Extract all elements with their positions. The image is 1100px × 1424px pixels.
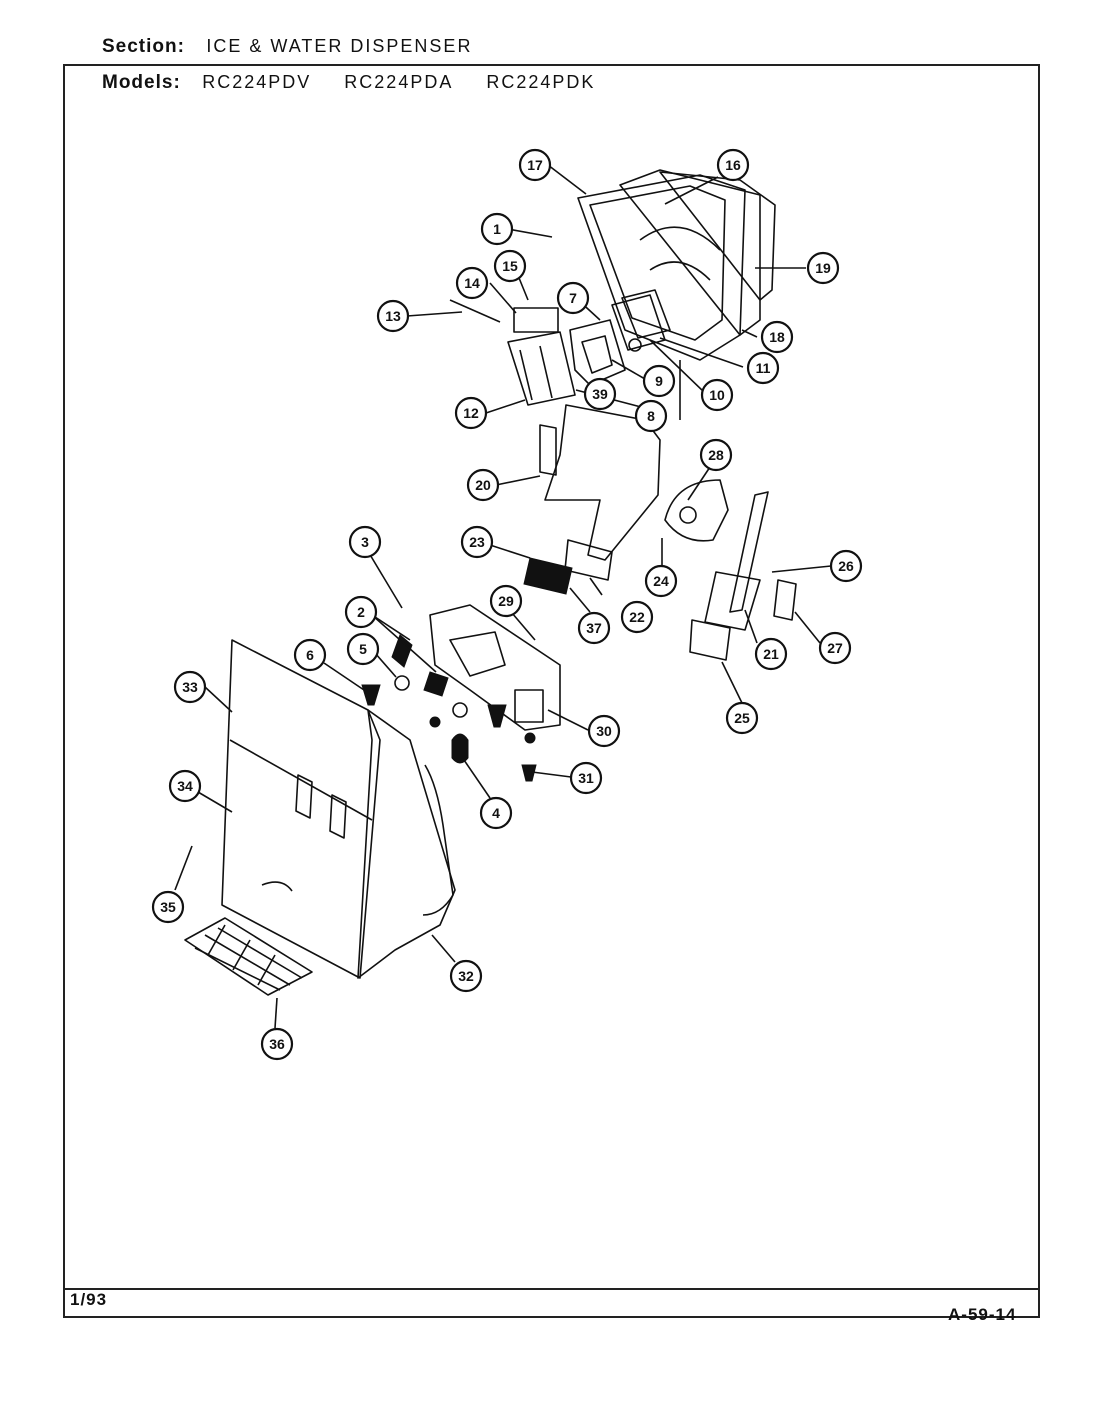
callout-number: 14 (464, 275, 480, 291)
callout-number: 25 (734, 710, 750, 726)
callout-number: 6 (306, 647, 314, 663)
callout-number: 5 (359, 641, 367, 657)
callout-33: 33 (173, 670, 207, 704)
callout-number: 13 (385, 308, 401, 324)
callout-number: 9 (655, 373, 663, 389)
callout-number: 35 (160, 899, 176, 915)
actuator-motor (523, 479, 729, 595)
callout-37: 37 (577, 611, 611, 645)
callout-36: 36 (260, 1027, 294, 1061)
callout-11: 11 (746, 351, 780, 385)
callout-29: 29 (489, 584, 523, 618)
section-heading: Section: ICE & WATER DISPENSER (102, 36, 472, 58)
callout-number: 33 (182, 679, 198, 695)
callout-number: 7 (569, 290, 577, 306)
callout-number: 17 (527, 157, 543, 173)
chute-funnel (539, 404, 661, 581)
footer-divider (63, 1288, 1038, 1290)
callout-20: 20 (466, 468, 500, 502)
models-label: Models: (102, 72, 181, 93)
models-heading: Models: RC224PDV RC224PDA RC224PDK (102, 72, 621, 94)
small-parts (361, 634, 537, 782)
callout-number: 36 (269, 1036, 285, 1052)
callout-34: 34 (168, 769, 202, 803)
callout-number: 24 (653, 573, 669, 589)
callout-number: 21 (763, 646, 779, 662)
callout-3: 3 (348, 525, 382, 559)
callout-number: 2 (357, 604, 365, 620)
callout-number: 15 (502, 258, 518, 274)
callout-7: 7 (556, 281, 590, 315)
callout-8: 8 (634, 399, 668, 433)
callout-5: 5 (346, 632, 380, 666)
callout-10: 10 (700, 378, 734, 412)
callout-number: 12 (463, 405, 479, 421)
callout-number: 30 (596, 723, 612, 739)
callout-number: 28 (708, 447, 724, 463)
callout-number: 19 (815, 260, 831, 276)
callout-number: 22 (629, 609, 645, 625)
callout-16: 16 (716, 148, 750, 182)
callout-12: 12 (454, 396, 488, 430)
callout-19: 19 (806, 251, 840, 285)
callout-18: 18 (760, 320, 794, 354)
callout-14: 14 (455, 266, 489, 300)
callout-number: 23 (469, 534, 485, 550)
callout-1: 1 (480, 212, 514, 246)
models-list: RC224PDV RC224PDA RC224PDK (202, 72, 621, 92)
callout-39: 39 (583, 377, 617, 411)
callout-22: 22 (620, 600, 654, 634)
callout-number: 29 (498, 593, 514, 609)
callout-24: 24 (644, 564, 678, 598)
callout-number: 20 (475, 477, 491, 493)
callout-number: 10 (709, 387, 725, 403)
callout-number: 3 (361, 534, 369, 550)
callout-number: 18 (769, 329, 785, 345)
callout-31: 31 (569, 761, 603, 795)
model-number: RC224PDV (202, 72, 312, 92)
model-number: RC224PDK (486, 72, 596, 92)
callout-number: 8 (647, 408, 655, 424)
callout-23: 23 (460, 525, 494, 559)
drip-tray-grille (184, 917, 313, 996)
callout-number: 26 (838, 558, 854, 574)
callout-4: 4 (479, 796, 513, 830)
revision-date: 1/93 (70, 1290, 108, 1309)
valve-bracket (429, 604, 561, 731)
callout-number: 1 (493, 221, 501, 237)
dispenser-lever (689, 491, 797, 661)
callout-number: 32 (458, 968, 474, 984)
callout-15: 15 (493, 249, 527, 283)
callout-2: 2 (344, 595, 378, 629)
callout-6: 6 (293, 638, 327, 672)
solenoid-bracket (449, 299, 576, 406)
callout-number: 37 (586, 620, 602, 636)
callout-number: 4 (492, 805, 500, 821)
callout-17: 17 (518, 148, 552, 182)
callout-27: 27 (818, 631, 852, 665)
callout-number: 27 (827, 640, 843, 656)
callout-21: 21 (754, 637, 788, 671)
callout-13: 13 (376, 299, 410, 333)
callout-25: 25 (725, 701, 759, 735)
callout-number: 11 (756, 360, 771, 376)
section-label: Section: (102, 36, 185, 57)
callout-number: 34 (177, 778, 193, 794)
page-code: A-59-14 (948, 1305, 1017, 1324)
callout-number: 31 (578, 770, 594, 786)
callout-9: 9 (642, 364, 676, 398)
front-panel (221, 639, 381, 979)
callout-number: 16 (725, 157, 741, 173)
callout-30: 30 (587, 714, 621, 748)
callout-35: 35 (151, 890, 185, 924)
callout-28: 28 (699, 438, 733, 472)
callout-32: 32 (449, 959, 483, 993)
dispenser-side-housing (357, 709, 456, 979)
diagram-frame (63, 64, 1040, 1318)
model-number: RC224PDA (344, 72, 454, 92)
callout-26: 26 (829, 549, 863, 583)
section-value: ICE & WATER DISPENSER (206, 36, 473, 56)
callout-number: 39 (592, 386, 608, 402)
